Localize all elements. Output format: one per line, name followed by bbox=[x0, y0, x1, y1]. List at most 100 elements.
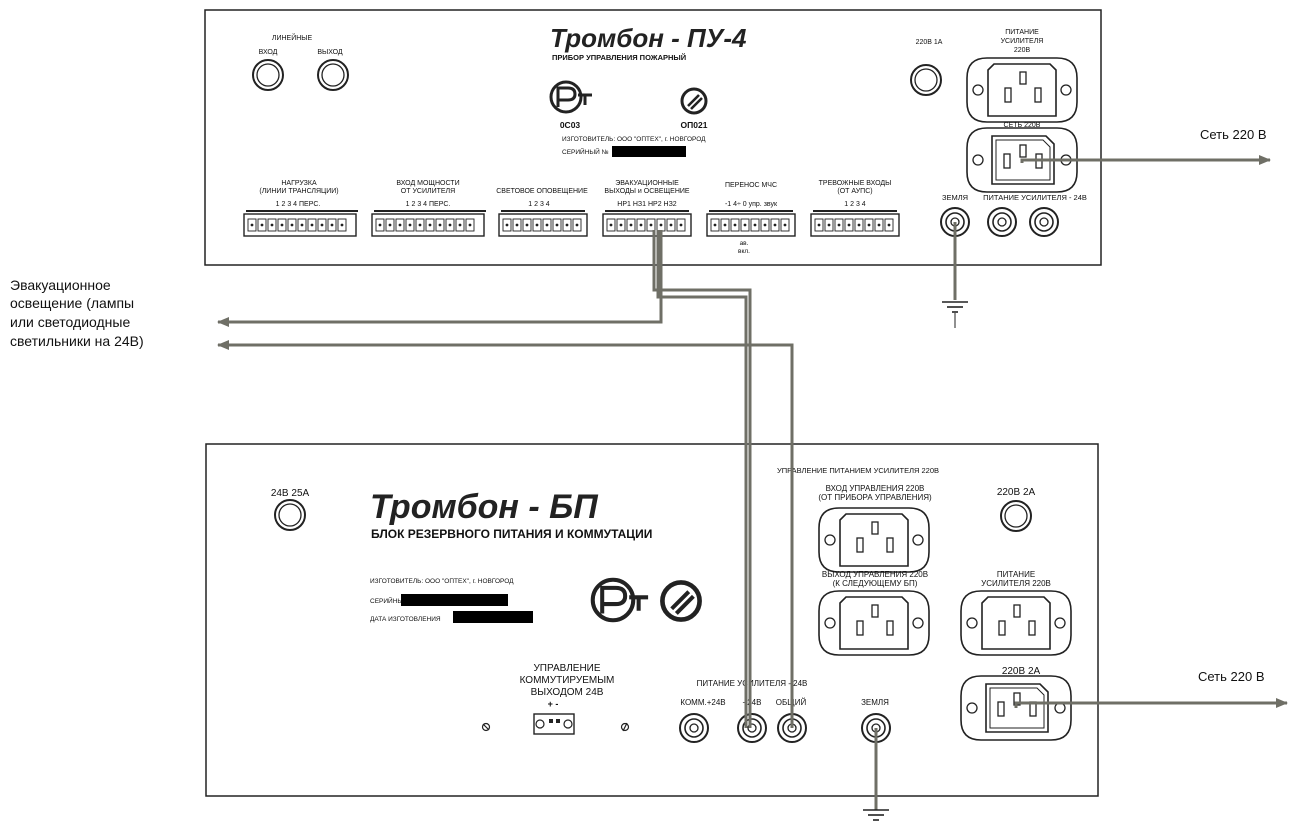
terminal-amp-power-input: ВХОД МОЩНОСТИ ОТ УСИЛИТЕЛЯ 1 2 3 4 ПЕРС. bbox=[371, 180, 486, 237]
terminal-subtitle: ВЫХОДЫ и ОСВЕЩЕНИЕ bbox=[604, 188, 689, 195]
terminal-pin-labels: 1 2 3 4 ПЕРС. bbox=[276, 201, 321, 208]
top-mains-label: СЕТЬ 220В bbox=[1004, 122, 1041, 129]
bottom-switched-label-2: КОММУТИРУЕМЫМ bbox=[520, 675, 615, 686]
bottom-brand-title: Тромбон - БП bbox=[370, 488, 599, 526]
terminal-title: ЭВАКУАЦИОННЫЕ bbox=[615, 180, 679, 187]
bottom-ctrl-out-socket[interactable] bbox=[818, 590, 930, 656]
bottom-ground-label: ЗЕМЛЯ bbox=[861, 698, 889, 707]
fire-cert-icon bbox=[680, 87, 708, 115]
bottom-switched-terminal[interactable] bbox=[533, 713, 575, 735]
terminal-light-alert: СВЕТОВОЕ ОПОВЕЩЕНИЕ 1 2 3 4 bbox=[496, 188, 588, 237]
terminal-load-lines: НАГРУЗКА (ЛИНИИ ТРАНСЛЯЦИИ) 1 2 3 4 ПЕРС… bbox=[243, 180, 358, 237]
bottom-switched-label-3: ВЫХОДОМ 24В bbox=[531, 687, 604, 698]
wire-mains-top bbox=[1020, 155, 1271, 165]
terminal-alarm-inputs: ТРЕВОЖНЫЕ ВХОДЫ (ОТ АУПС) 1 2 3 4 bbox=[810, 180, 900, 237]
screw-icon bbox=[481, 722, 491, 732]
terminal-pin-labels: -1 4÷ 0 упр. звук bbox=[725, 201, 778, 208]
terminal-subtitle: СВЕТОВОЕ ОПОВЕЩЕНИЕ bbox=[496, 188, 588, 195]
bottom-comm-label: КОММ.+24В bbox=[680, 698, 725, 707]
bottom-ctrl-out-label-2: (К СЛЕДУЮЩЕМУ БП) bbox=[833, 579, 918, 588]
line-in-jack[interactable] bbox=[252, 59, 284, 91]
terminal-note-1: ав. bbox=[740, 240, 749, 247]
terminal-subtitle: (ЛИНИИ ТРАНСЛЯЦИИ) bbox=[259, 188, 338, 195]
terminal-title: ПЕРЕНОС МЧС bbox=[725, 182, 777, 189]
terminal-pin-labels: 1 2 3 4 bbox=[528, 201, 550, 208]
terminal-subtitle: ОТ УСИЛИТЕЛЯ bbox=[401, 188, 455, 195]
bottom-fuse-24-label: 24В 25А bbox=[271, 488, 310, 499]
mains-top-label: Сеть 220 В bbox=[1200, 127, 1267, 142]
top-subtitle: ПРИБОР УПРАВЛЕНИЯ ПОЖАРНЫЙ bbox=[552, 53, 686, 62]
bottom-serial-redacted bbox=[401, 594, 508, 606]
terminal-pin-labels: 1 2 3 4 ПЕРС. bbox=[406, 201, 451, 208]
top-fuse[interactable] bbox=[910, 64, 942, 96]
bottom-fuse-220-label-2: 220В 2А bbox=[1002, 666, 1041, 677]
top-fuse-label: 220В 1А bbox=[916, 39, 943, 46]
bottom-fuse-220-a[interactable] bbox=[1000, 500, 1032, 532]
top-serial-redacted bbox=[612, 146, 686, 157]
top-amp-power-label-3: 220В bbox=[1014, 47, 1031, 54]
evac-label-1: Эвакуационное bbox=[10, 277, 111, 293]
bottom-ctrl-in-label-1: ВХОД УПРАВЛЕНИЯ 220В bbox=[826, 484, 925, 493]
wire-mains-bottom bbox=[1014, 698, 1288, 708]
wiring bbox=[217, 155, 1288, 821]
bottom-ctrl-in-label-2: (ОТ ПРИБОРА УПРАВЛЕНИЯ) bbox=[818, 493, 932, 502]
bottom-fuse-24[interactable] bbox=[274, 499, 306, 531]
bottom-switched-label-1: УПРАВЛЕНИЕ bbox=[533, 663, 600, 674]
terminal-subtitle: (ОТ АУПС) bbox=[837, 188, 872, 195]
bottom-fuse-220-label-1: 220В 2А bbox=[997, 487, 1036, 498]
evac-label-2: освещение (лампы bbox=[10, 295, 134, 311]
bottom-amp-24-label: ПИТАНИЕ УСИЛИТЕЛЯ - 24В bbox=[697, 679, 808, 688]
top-amp-power-label-2: УСИЛИТЕЛЯ bbox=[1001, 38, 1044, 45]
evac-label-4: светильники на 24В) bbox=[10, 333, 144, 349]
bottom-ctrl-in-socket[interactable] bbox=[818, 507, 930, 573]
top-ground-label: ЗЕМЛЯ bbox=[942, 193, 968, 202]
line-out-label: ВЫХОД bbox=[317, 49, 343, 56]
ground-symbol bbox=[862, 809, 890, 821]
line-io-label: ЛИНЕЙНЫЕ bbox=[272, 33, 313, 42]
wire-plus24-b bbox=[656, 230, 748, 728]
top-serial-label: СЕРИЙНЫЙ № bbox=[562, 147, 609, 156]
bottom-comm-terminal[interactable] bbox=[679, 713, 709, 743]
terminal-pin-labels: НР1 НЗ1 НР2 НЗ2 bbox=[617, 201, 677, 208]
terminal-title: НАГРУЗКА bbox=[281, 180, 317, 187]
fire-cert-icon bbox=[662, 582, 699, 619]
bottom-serial-label: СЕРИЙНЫЙ № bbox=[370, 596, 417, 605]
bottom-plus24-terminal[interactable] bbox=[737, 713, 767, 743]
line-in-label: ВХОД bbox=[259, 49, 278, 56]
top-cert-code-1: 0С03 bbox=[560, 120, 581, 130]
bottom-amp-power-socket[interactable] bbox=[960, 590, 1072, 656]
bottom-ctrl-title: УПРАВЛЕНИЕ ПИТАНИЕМ УСИЛИТЕЛЯ 220В bbox=[777, 466, 939, 475]
top-amp-power-label-1: ПИТАНИЕ bbox=[1005, 29, 1039, 36]
terminal-title: ТРЕВОЖНЫЕ ВХОДЫ bbox=[819, 180, 892, 187]
mains-bottom-label: Сеть 220 В bbox=[1198, 669, 1265, 684]
evac-label-3: или светодиодные bbox=[10, 314, 130, 330]
screw-icon bbox=[620, 722, 630, 732]
bottom-date-redacted bbox=[453, 611, 533, 623]
bottom-ctrl-out-label-1: ВЫХОД УПРАВЛЕНИЯ 220В bbox=[822, 570, 928, 579]
line-out-jack[interactable] bbox=[317, 59, 349, 91]
terminal-title: ВХОД МОЩНОСТИ bbox=[396, 180, 459, 187]
bottom-plus24-label: +24В bbox=[743, 698, 762, 707]
top-cert-code-2: ОП021 bbox=[681, 120, 708, 130]
terminal-note-2: вкл. bbox=[738, 248, 750, 255]
wire-plus24 bbox=[652, 230, 752, 728]
terminal-pin-labels: 1 2 3 4 bbox=[844, 201, 866, 208]
bottom-subtitle: БЛОК РЕЗЕРВНОГО ПИТАНИЯ И КОММУТАЦИИ bbox=[371, 527, 652, 541]
bottom-unit-panel: 24В 25А Тромбон - БП БЛОК РЕЗЕРВНОГО ПИТ… bbox=[205, 443, 1099, 797]
terminal-transfer-mchs: ПЕРЕНОС МЧС -1 4÷ 0 упр. звук ав. вкл. bbox=[706, 182, 796, 255]
ground-symbol bbox=[941, 301, 969, 313]
terminal-evac-outputs: ЭВАКУАЦИОННЫЕ ВЫХОДЫ и ОСВЕЩЕНИЕ НР1 НЗ1… bbox=[602, 180, 692, 237]
top-amp-24-plus[interactable] bbox=[987, 207, 1017, 237]
top-unit-panel: ЛИНЕЙНЫЕ ВХОД ВЫХОД Тромбон - ПУ-4 ПРИБО… bbox=[204, 9, 1102, 266]
bottom-manufacturer: ИЗГОТОВИТЕЛЬ: ООО "ОПТЕХ", г. НОВГОРОД bbox=[370, 578, 514, 585]
bottom-switched-polarity: + - bbox=[548, 699, 559, 709]
top-manufacturer: ИЗГОТОВИТЕЛЬ: ООО "ОПТЕХ", г. НОВГОРОД bbox=[562, 136, 706, 143]
bottom-amp-power-label-2: УСИЛИТЕЛЯ 220В bbox=[981, 579, 1051, 588]
top-amp-24-minus[interactable] bbox=[1029, 207, 1059, 237]
bottom-date-label: ДАТА ИЗГОТОВЛЕНИЯ bbox=[370, 616, 441, 623]
wire-evac-1 bbox=[217, 230, 663, 327]
top-brand-title: Тромбон - ПУ-4 bbox=[550, 23, 747, 53]
top-amp-power-socket[interactable] bbox=[966, 57, 1078, 123]
top-amp-24-label: ПИТАНИЕ УСИЛИТЕЛЯ - 24В bbox=[983, 193, 1087, 202]
